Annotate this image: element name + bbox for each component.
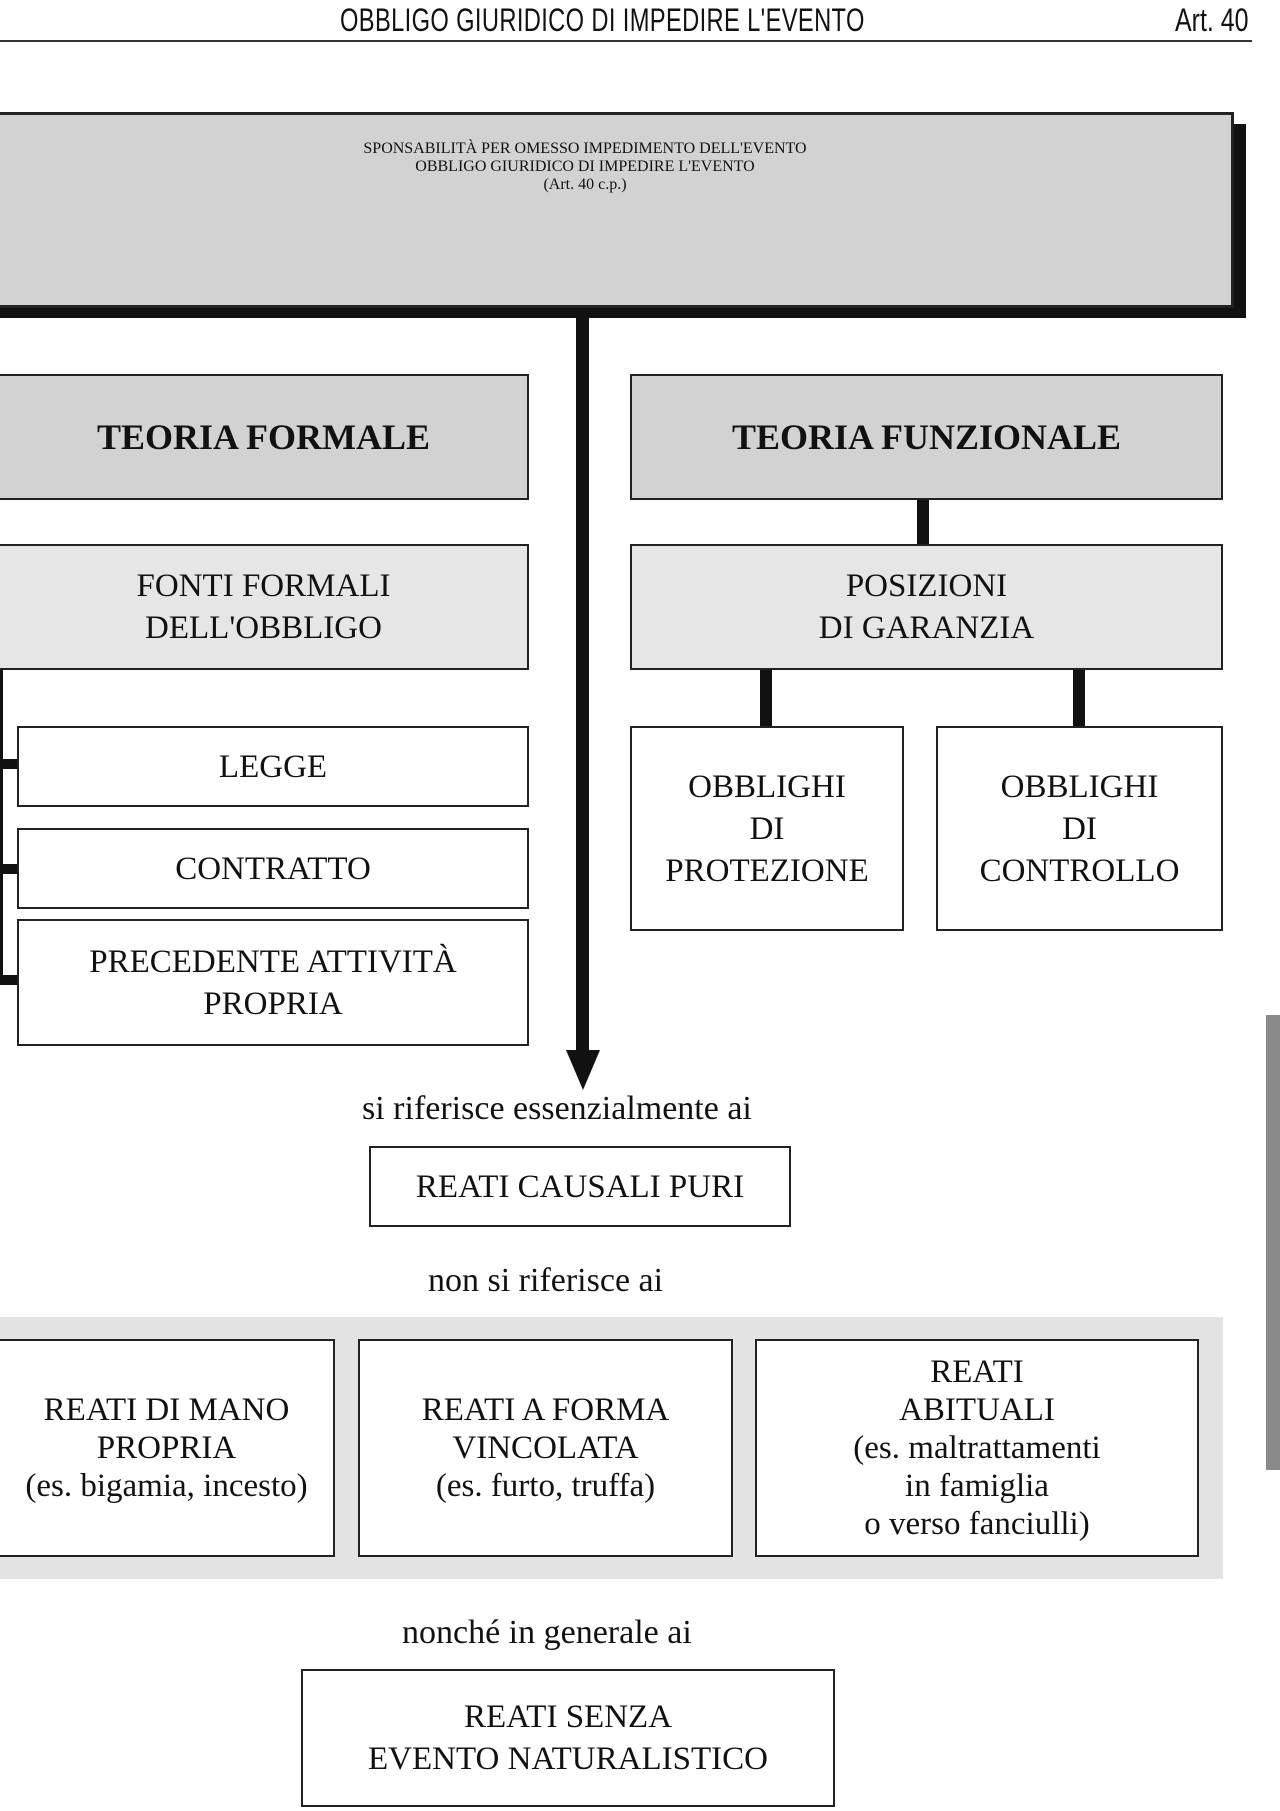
legge-box: LEGGE xyxy=(17,726,529,807)
protection-connector xyxy=(760,670,772,726)
pure-causal-offences-box: REATI CAUSALI PURI xyxy=(369,1146,791,1227)
header-rule xyxy=(0,40,1252,42)
control-line-2: DI xyxy=(1062,810,1097,847)
arrow-down-icon xyxy=(566,1050,600,1090)
contratto-connector xyxy=(0,864,18,874)
bound-form-offences-box: REATI A FORMA VINCOLATA (es. furto, truf… xyxy=(358,1339,733,1557)
habitual-line-4: in famiglia xyxy=(905,1468,1049,1504)
contratto-label: CONTRATTO xyxy=(175,850,371,887)
banner-line-2: OBBLIGO GIURIDICO DI IMPEDIRE L'EVENTO xyxy=(415,158,755,175)
functional-connector xyxy=(917,500,929,544)
precedente-line-2: PROPRIA xyxy=(203,985,343,1022)
formal-theory-title: TEORIA FORMALE xyxy=(96,417,431,457)
precedente-line-1: PRECEDENTE ATTIVITÀ xyxy=(89,943,457,980)
functional-theory-title: TEORIA FUNZIONALE xyxy=(731,417,1122,457)
control-line-1: OBBLIGHI xyxy=(1000,768,1159,805)
protection-obligations-box: OBBLIGHI DI PROTEZIONE xyxy=(630,726,904,931)
own-hand-line-2: PROPRIA xyxy=(96,1430,237,1466)
main-banner-text: SPONSABILITÀ PER OMESSO IMPEDIMENTO DELL… xyxy=(0,140,1210,194)
formal-sources-line-2: DELL'OBBLIGO xyxy=(145,610,382,646)
protection-line-1: OBBLIGHI xyxy=(688,768,846,805)
own-hand-line-1: REATI DI MANO xyxy=(43,1392,290,1428)
protection-line-2: DI xyxy=(749,810,785,847)
page-edge-tab xyxy=(1266,1015,1280,1470)
main-banner xyxy=(0,112,1234,308)
bound-form-line-1: REATI A FORMA xyxy=(421,1392,670,1428)
habitual-offences-box: REATI ABITUALI (es. maltrattamenti in fa… xyxy=(755,1339,1199,1557)
no-natural-event-line-2: EVENTO NATURALISTICO xyxy=(368,1741,768,1777)
legge-connector xyxy=(0,759,18,769)
own-hand-line-3: (es. bigamia, incesto) xyxy=(25,1468,308,1504)
no-natural-event-line-1: REATI SENZA xyxy=(463,1699,673,1735)
pure-causal-offences-label: REATI CAUSALI PURI xyxy=(415,1168,745,1205)
no-natural-event-offences-box: REATI SENZA EVENTO NATURALISTICO xyxy=(301,1669,835,1807)
formal-sources-box: FONTI FORMALI DELL'OBBLIGO xyxy=(0,544,529,670)
also-caption: nonché in generale ai xyxy=(402,1614,692,1651)
positions-line-1: POSIZIONI xyxy=(845,568,1008,604)
precedente-connector xyxy=(0,975,18,985)
control-connector xyxy=(1073,670,1085,726)
habitual-line-5: o verso fanciulli) xyxy=(864,1506,1090,1542)
bound-form-line-2: VINCOLATA xyxy=(452,1430,639,1466)
functional-theory-box: TEORIA FUNZIONALE xyxy=(630,374,1223,500)
habitual-line-1: REATI xyxy=(930,1354,1024,1390)
control-obligations-box: OBBLIGHI DI CONTROLLO xyxy=(936,726,1223,931)
formal-side-connector xyxy=(0,670,3,980)
guarantee-positions-box: POSIZIONI DI GARANZIA xyxy=(630,544,1223,670)
banner-article-ref: (Art. 40 c.p.) xyxy=(543,176,627,193)
not-refers-caption: non si riferisce ai xyxy=(428,1262,664,1299)
legge-label: LEGGE xyxy=(218,748,328,785)
own-hand-offences-box: REATI DI MANO PROPRIA (es. bigamia, ince… xyxy=(0,1339,335,1557)
habitual-line-3: (es. maltrattamenti xyxy=(853,1430,1101,1466)
running-header-article: Art. 40 xyxy=(1175,2,1249,38)
banner-line-1: SPONSABILITÀ PER OMESSO IMPEDIMENTO DELL… xyxy=(363,140,807,157)
contratto-box: CONTRATTO xyxy=(17,828,529,909)
bound-form-line-3: (es. furto, truffa) xyxy=(435,1468,656,1504)
refers-caption: si riferisce essenzialmente ai xyxy=(362,1090,752,1127)
running-header-title: OBBLIGO GIURIDICO DI IMPEDIRE L'EVENTO xyxy=(340,2,865,38)
formal-sources-line-1: FONTI FORMALI xyxy=(136,568,391,604)
protection-line-3: PROTEZIONE xyxy=(665,852,869,889)
control-line-3: CONTROLLO xyxy=(979,852,1180,889)
formal-theory-box: TEORIA FORMALE xyxy=(0,374,529,500)
main-connector xyxy=(576,308,589,1053)
habitual-line-2: ABITUALI xyxy=(899,1392,1055,1428)
precedente-attivita-box: PRECEDENTE ATTIVITÀ PROPRIA xyxy=(17,919,529,1046)
positions-line-2: DI GARANZIA xyxy=(818,610,1035,646)
